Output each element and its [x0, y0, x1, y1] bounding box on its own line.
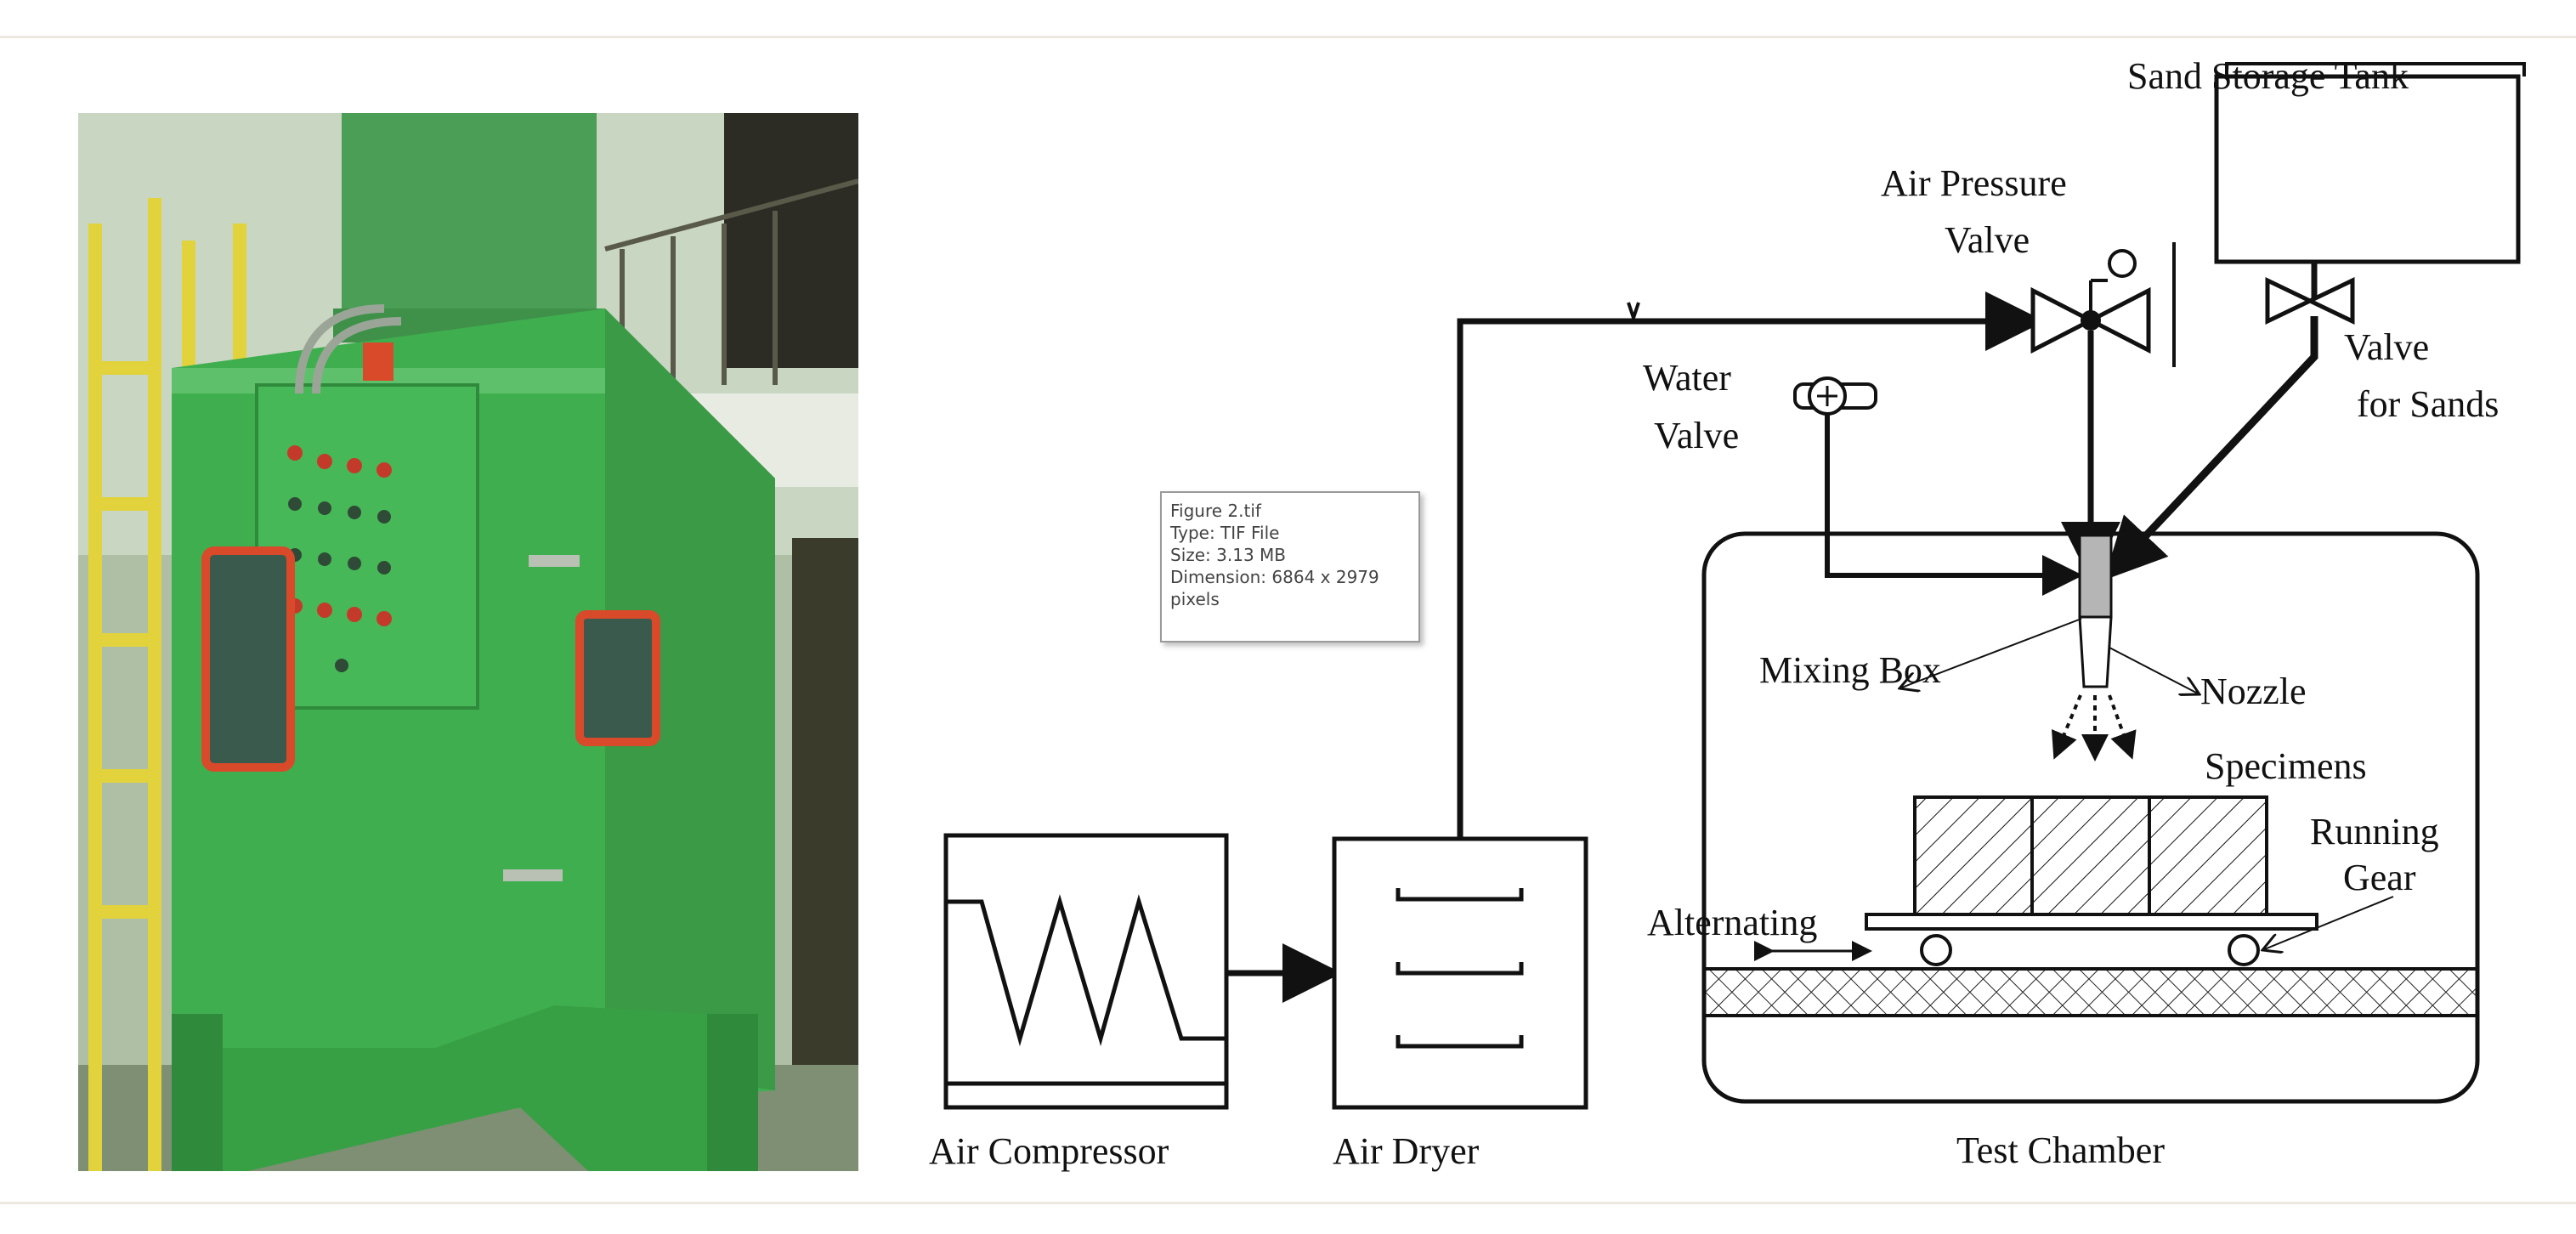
air-pressure-valve [2030, 242, 2176, 367]
air-compressor-label: Air Compressor [929, 1130, 1169, 1172]
tooltip-dimension: Dimension: 6864 x 2979 [1170, 567, 1379, 587]
nozzle-label: Nozzle [2200, 671, 2307, 712]
tooltip-size: Size: 3.13 MB [1170, 545, 1287, 565]
running-gear-label-1: Running [2310, 811, 2439, 852]
valve-for-sands-label-2: for Sands [2357, 383, 2499, 425]
running-gear-label-2: Gear [2343, 857, 2416, 898]
air-dryer [1332, 836, 1588, 1110]
air-pressure-valve-label-2: Valve [1945, 219, 2030, 261]
tooltip-filename: Figure 2.tif [1170, 501, 1261, 521]
machine-photo [78, 113, 858, 1171]
mixing-box-label: Mixing Box [1759, 649, 1941, 691]
file-info-tooltip: Figure 2.tif Type: TIF File Size: 3.13 M… [1160, 491, 1420, 642]
spray-arrows [2052, 694, 2137, 761]
air-pressure-valve-label-1: Air Pressure [1881, 162, 2067, 204]
alternating-label: Alternating [1647, 902, 1817, 943]
sand-valve [2265, 277, 2355, 325]
wheel-right [2228, 934, 2260, 966]
test-chamber [1701, 531, 2480, 1104]
air-compressor [943, 833, 1229, 1110]
water-valve-label-2: Valve [1654, 415, 1739, 456]
top-divider [0, 36, 2576, 38]
mixing-box [2078, 534, 2113, 619]
water-valve [1793, 376, 1877, 416]
chamber-floor [1702, 967, 2479, 1017]
running-gear-platform [1865, 913, 2318, 931]
tooltip-dimension-unit: pixels [1170, 589, 1220, 609]
bottom-divider [0, 1202, 2576, 1204]
sand-storage-tank [2214, 62, 2526, 264]
water-pipe [1825, 414, 2083, 596]
specimens-label: Specimens [2205, 745, 2367, 787]
specimens [1913, 795, 2268, 916]
air-supply-pipe [1457, 292, 2045, 839]
test-chamber-label: Test Chamber [1956, 1129, 2165, 1171]
wheel-left [1920, 934, 1952, 966]
tooltip-type: Type: TIF File [1170, 523, 1280, 543]
sand-storage-tank-label: Sand Storage Tank [2127, 55, 2409, 97]
water-valve-label-1: Water [1643, 357, 1731, 399]
valve-for-sands-label-1: Valve [2344, 326, 2429, 368]
air-dryer-label: Air Dryer [1333, 1130, 1480, 1172]
nozzle [2078, 615, 2113, 688]
sand-pipe [2103, 316, 2318, 580]
